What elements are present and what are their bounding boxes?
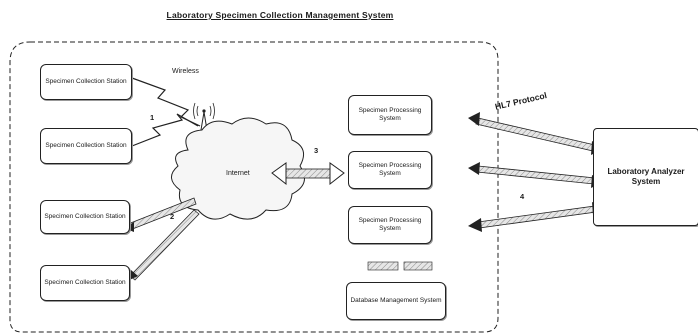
- internet-label: Internet: [226, 170, 250, 177]
- collection-station-3: Specimen Collection Station: [40, 200, 130, 234]
- collection-station-1-label: Specimen Collection Station: [45, 78, 127, 85]
- processing-system-3-label: Specimen Processing System: [358, 217, 422, 232]
- wireless-link-1: [131, 77, 201, 127]
- collection-station-2: Specimen Collection Station: [40, 128, 132, 164]
- wired-link-4: [129, 209, 200, 281]
- processing-system-2: Specimen Processing System: [348, 151, 432, 189]
- processing-system-1-label: Specimen Processing System: [358, 107, 422, 122]
- collection-station-2-label: Specimen Collection Station: [45, 142, 127, 149]
- system-boundary: [9, 41, 499, 333]
- database-system: Database Management System: [346, 282, 446, 320]
- collection-station-4: Specimen Collection Station: [40, 265, 130, 301]
- link-number-1: 1: [150, 113, 155, 122]
- processing-system-3: Specimen Processing System: [348, 206, 432, 244]
- database-connector: [367, 261, 433, 271]
- analyzer-label: Laboratory Analyzer System: [607, 167, 685, 186]
- internet-cloud: [171, 117, 305, 220]
- hl7-arrow-bottom: [468, 202, 605, 232]
- collection-station-3-label: Specimen Collection Station: [44, 213, 126, 220]
- database-system-label: Database Management System: [350, 297, 442, 304]
- internet-processing-arrow: [271, 162, 345, 186]
- wireless-label: Wireless: [172, 68, 199, 75]
- laboratory-analyzer-system: Laboratory Analyzer System: [593, 128, 698, 226]
- processing-system-2-label: Specimen Processing System: [358, 162, 422, 177]
- collection-station-4-label: Specimen Collection Station: [44, 279, 126, 286]
- collection-station-1: Specimen Collection Station: [40, 64, 132, 100]
- link-number-3: 3: [314, 146, 319, 155]
- hl7-arrow-top: [468, 112, 605, 155]
- processing-system-1: Specimen Processing System: [348, 95, 432, 135]
- link-number-4: 4: [520, 192, 525, 201]
- hl7-arrow-middle: [468, 162, 605, 188]
- diagram-title: Laboratory Specimen Collection Managemen…: [166, 10, 394, 20]
- link-number-2: 2: [170, 212, 175, 221]
- wireless-link-2: [131, 113, 199, 147]
